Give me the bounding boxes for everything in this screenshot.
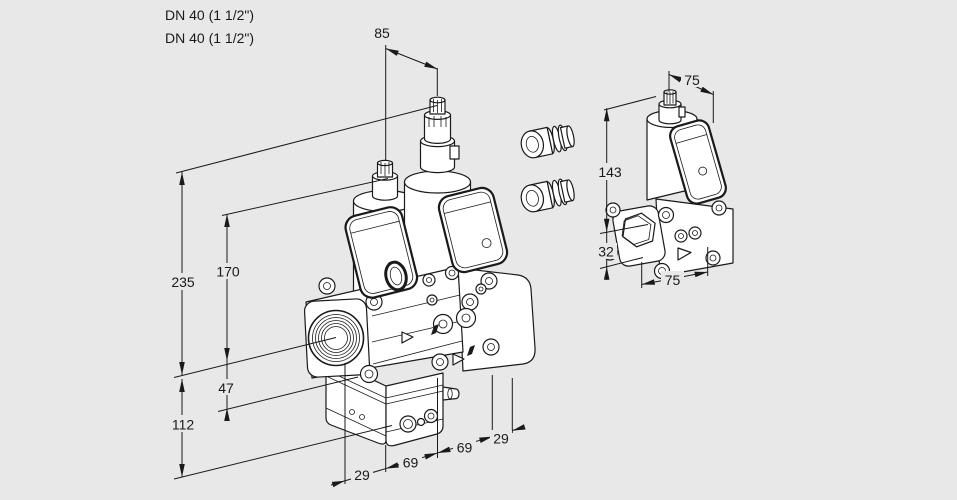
dim-235-112: 235 112 (168, 172, 198, 477)
dim-75-top: 75 (668, 71, 714, 123)
actuator-cover-right (437, 186, 509, 274)
threaded-inlet-port (303, 298, 371, 378)
cable-gland-1 (520, 124, 575, 159)
cable-glands (520, 124, 575, 213)
cable-gland-2 (520, 178, 575, 213)
dim-label-235: 235 (171, 274, 195, 290)
dim-label-85: 85 (374, 25, 390, 41)
dim-85: 85 (374, 25, 438, 161)
dim-label-112: 112 (172, 417, 195, 433)
dn-label-2: DN 40 (1 1/2") (165, 30, 254, 46)
bolt-circles (318, 265, 500, 384)
hex-plug (621, 212, 656, 248)
connection-labels: DN 40 (1 1/2") DN 40 (1 1/2") (165, 7, 254, 46)
dim-143-32: 143 32 (595, 96, 657, 280)
side-nipple (442, 386, 460, 401)
side-valve-illustration (602, 89, 734, 280)
dim-label-29-right: 29 (493, 431, 509, 447)
dim-label-29-left: 29 (354, 467, 370, 483)
side-valve-cover (669, 119, 727, 205)
flow-direction-marks (401, 324, 475, 366)
main-valve-illustration (303, 96, 536, 447)
dim-label-69-right: 69 (457, 440, 473, 456)
dn-label-1: DN 40 (1 1/2") (165, 7, 254, 23)
dim-label-75-bottom: 75 (665, 272, 681, 288)
dim-label-69-left: 69 (403, 455, 419, 471)
dim-170-47: 170 47 (213, 214, 241, 421)
dimension-lines: 235 112 170 47 85 (168, 25, 714, 488)
dim-label-75-top: 75 (684, 72, 700, 88)
dim-label-170: 170 (216, 264, 240, 280)
dim-label-143: 143 (598, 164, 622, 180)
dim-75-bottom: 75 (641, 247, 709, 288)
dim-bottom-chain: 29 69 69 29 (330, 363, 526, 488)
dim-label-32: 32 (598, 244, 614, 260)
dim-label-47: 47 (218, 380, 234, 396)
conduit-ring (384, 260, 408, 292)
valve-body (303, 265, 536, 384)
side-valve-body (602, 198, 734, 280)
